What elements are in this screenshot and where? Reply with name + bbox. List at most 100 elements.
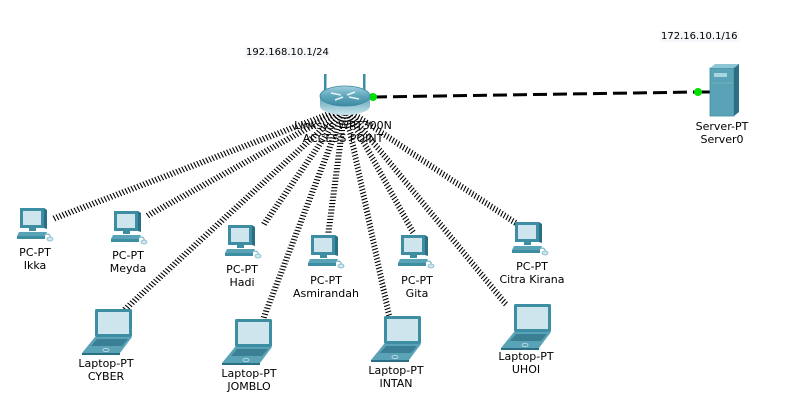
pc-keyboard xyxy=(111,235,141,239)
laptop-device-cyber[interactable] xyxy=(82,309,134,356)
device-name: CYBER xyxy=(87,370,125,383)
mouse xyxy=(541,250,549,256)
device-model: PC-PT xyxy=(401,274,433,287)
wireless-link-jomblo xyxy=(260,113,346,319)
pc-keyboard xyxy=(17,232,47,236)
device-name: ACCESS POINT xyxy=(302,132,384,145)
device-name: JOMBLO xyxy=(227,380,271,393)
laptop-screen xyxy=(98,312,129,334)
pc-keyboard xyxy=(398,259,428,263)
pc-device-hadi[interactable] xyxy=(225,225,261,259)
antenna-left xyxy=(324,74,327,92)
pc-device-asmirandah[interactable] xyxy=(308,235,344,269)
device-name: Citra Kirana xyxy=(499,273,565,286)
pc-screen xyxy=(117,214,135,228)
device-name: Asmirandah xyxy=(293,287,359,300)
pc-icon-ikka xyxy=(17,208,54,242)
pc-keyboard xyxy=(308,259,338,263)
nodes-layer xyxy=(17,64,739,366)
wired-link-server xyxy=(372,90,699,99)
pc-icon-gita xyxy=(398,235,435,269)
access-point-device[interactable] xyxy=(316,74,374,118)
device-model: PC-PT xyxy=(112,249,144,262)
pc-label-citra-kirana: PC-PT Citra Kirana xyxy=(499,260,564,286)
port-status-light xyxy=(694,88,702,96)
pc-label-hadi: PC-PT Hadi xyxy=(226,263,258,289)
laptop-label-cyber: Laptop-PT CYBER xyxy=(78,357,133,383)
pc-label-ikka: PC-PT Ikka xyxy=(19,246,51,272)
wireless-link-citra-kirana xyxy=(348,108,517,226)
touchpad xyxy=(391,355,399,360)
laptop-label-intan: Laptop-PT INTAN xyxy=(368,364,423,390)
antenna-right xyxy=(363,74,366,92)
device-model: PC-PT xyxy=(516,260,548,273)
pc-screen xyxy=(518,225,536,239)
mouse xyxy=(427,263,435,269)
mouse xyxy=(46,236,54,242)
pc-label-asmirandah: PC-PT Asmirandah xyxy=(293,274,359,300)
pc-screen xyxy=(404,238,422,252)
pc-device-citra-kirana[interactable] xyxy=(512,222,548,256)
pc-screen xyxy=(314,238,332,252)
device-model: PC-PT xyxy=(226,263,258,276)
device-model: Laptop-PT xyxy=(498,350,554,363)
laptop-icon-uhoi xyxy=(501,304,553,351)
laptop-label-uhoi: Laptop-PT UHOI xyxy=(498,350,553,376)
device-name: Meyda xyxy=(109,262,147,275)
device-model: Laptop-PT xyxy=(78,357,134,370)
access-point-label: Linksys-WRT300N ACCESS POINT xyxy=(294,119,392,145)
router-arrows xyxy=(330,91,360,101)
pc-screen xyxy=(231,228,249,242)
device-name: Hadi xyxy=(229,276,255,289)
device-model: Laptop-PT xyxy=(368,364,424,377)
wireless-link-asmirandah xyxy=(325,114,348,233)
ip-label-access-point: 192.168.10.1/24 xyxy=(245,47,330,58)
wireless-link-meyda xyxy=(145,108,342,219)
port-status-light xyxy=(369,93,377,101)
mouse xyxy=(254,253,262,259)
laptop-screen xyxy=(387,319,418,341)
pc-screen xyxy=(23,211,41,225)
wireless-link-uhoi xyxy=(346,110,509,307)
laptop-icon-cyber xyxy=(82,309,134,356)
device-model: PC-PT xyxy=(19,246,51,259)
device-model: Laptop-PT xyxy=(221,367,277,380)
device-model: PC-PT xyxy=(310,274,342,287)
pc-device-ikka[interactable] xyxy=(17,208,53,242)
device-name: UHOI xyxy=(511,363,541,376)
server-label: Server-PT Server0 xyxy=(696,120,749,146)
pc-label-gita: PC-PT Gita xyxy=(401,274,433,300)
wireless-link-hadi xyxy=(261,111,345,226)
device-name: INTAN xyxy=(379,377,413,390)
laptop-screen xyxy=(238,322,269,344)
touchpad xyxy=(242,358,250,363)
device-model: Server-PT xyxy=(695,120,749,133)
laptop-device-jomblo[interactable] xyxy=(222,319,274,366)
pc-icon-hadi xyxy=(225,225,262,259)
pc-device-gita[interactable] xyxy=(398,235,434,269)
pc-keyboard xyxy=(512,246,542,250)
touchpad xyxy=(102,348,110,353)
pc-label-meyda: PC-PT Meyda xyxy=(110,249,147,275)
device-name: Server0 xyxy=(700,133,744,146)
server-icon xyxy=(709,64,739,117)
pc-icon-meyda xyxy=(111,211,148,245)
laptop-device-uhoi[interactable] xyxy=(501,304,553,351)
pc-icon-asmirandah xyxy=(308,235,345,269)
touchpad xyxy=(521,343,529,348)
pc-keyboard xyxy=(225,249,255,253)
links-layer xyxy=(52,88,710,319)
laptop-icon-intan xyxy=(371,316,423,363)
device-name: Ikka xyxy=(23,259,47,272)
server-device[interactable] xyxy=(709,64,741,116)
laptop-device-intan[interactable] xyxy=(371,316,423,363)
mouse xyxy=(337,263,345,269)
laptop-screen xyxy=(517,307,548,329)
pc-device-meyda[interactable] xyxy=(111,211,147,245)
device-model: Linksys-WRT300N xyxy=(294,119,392,132)
mouse xyxy=(140,239,148,245)
ip-label-server: 172.16.10.1/16 xyxy=(660,31,739,42)
laptop-label-jomblo: Laptop-PT JOMBLO xyxy=(221,367,276,393)
wireless-router-icon xyxy=(319,74,371,115)
